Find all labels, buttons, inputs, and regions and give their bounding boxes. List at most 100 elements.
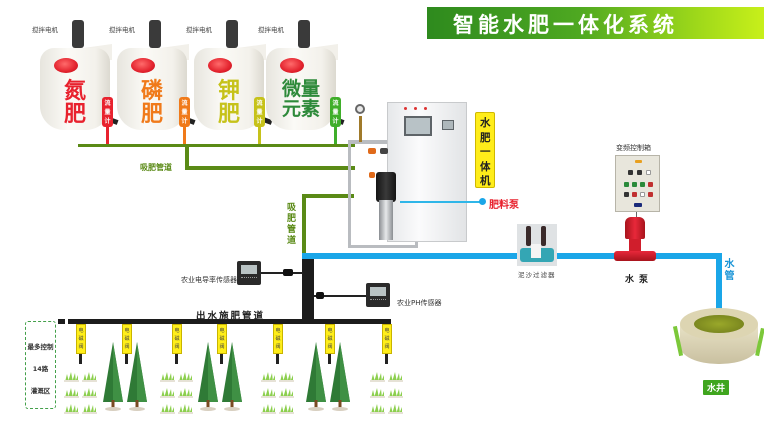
flow-meter-tag: 流量计	[179, 97, 190, 127]
grass-icon	[82, 383, 97, 398]
grass-icon	[370, 383, 385, 398]
indicator-light	[414, 107, 417, 110]
solenoid-valve-label: 电磁阀	[327, 328, 333, 350]
outlet-pipe-cap	[58, 319, 65, 324]
grass-icon	[178, 399, 193, 414]
well-label: 水井	[703, 380, 730, 395]
solenoid-valve-label: 电磁阀	[174, 328, 180, 350]
outlet-manifold-pipe	[68, 319, 391, 324]
tank-name: 钾肥	[217, 79, 240, 128]
tree-icon	[126, 340, 148, 411]
filter-label: 泥沙过滤器	[518, 271, 556, 279]
flow-meter-tag: 流量计	[254, 97, 265, 127]
tank-cap-icon	[280, 58, 304, 73]
irrigation-zone-box: 最多控制 14路 灌溉区	[25, 321, 56, 409]
solenoid-valve: 电磁阀	[382, 324, 392, 354]
water-well	[672, 306, 764, 368]
valve-outlet-stem	[175, 354, 178, 364]
tank-cap-icon	[208, 58, 232, 73]
well-riser-pipe	[716, 253, 722, 317]
grass-icon	[261, 383, 276, 398]
suction-vertical-pipe	[302, 194, 306, 256]
grass-icon	[279, 383, 294, 398]
vfd-cable	[636, 212, 637, 220]
grass-icon	[261, 367, 276, 382]
outlet-riser-pipe	[302, 259, 314, 323]
machine-tag: 水肥一体机	[475, 112, 495, 188]
water-pump-label: 水泵	[625, 275, 654, 285]
grass-icon	[279, 367, 294, 382]
sand-filter	[517, 224, 557, 266]
solenoid-valve: 电磁阀	[325, 324, 335, 354]
valve-outlet-stem	[276, 354, 279, 364]
solenoid-valve-label: 电磁阀	[275, 328, 281, 350]
ph-sensor-cable	[314, 295, 366, 297]
solenoid-valve: 电磁阀	[76, 324, 86, 354]
grass-icon	[160, 367, 175, 382]
suction-to-machine-pipe	[302, 194, 354, 198]
grass-icon	[370, 367, 385, 382]
stirring-motor-label: 搅拌电机	[258, 26, 284, 34]
vfd-control-box	[615, 155, 660, 212]
suction-main-pipe	[185, 166, 355, 170]
grass-icon	[178, 367, 193, 382]
grass-icon	[64, 383, 79, 398]
zone-line-3: 灌溉区	[30, 387, 51, 395]
flow-meter-stem	[334, 127, 337, 146]
water-pipe-label: 水管	[722, 258, 733, 282]
fertilizer-tank: 搅拌电机磷肥	[109, 10, 196, 140]
machine-tag-text: 水肥一体机	[480, 117, 491, 187]
suction-pipe-vertical-label: 吸肥管道	[285, 202, 295, 246]
fert-pump-label: 肥料泵	[489, 200, 519, 211]
flow-meter-label: 流量计	[332, 100, 339, 125]
grass-icon	[82, 367, 97, 382]
solenoid-valve: 电磁阀	[217, 324, 227, 354]
ph-probe	[316, 292, 324, 299]
control-panel	[442, 120, 454, 130]
solenoid-valve: 电磁阀	[122, 324, 132, 354]
valve-handle	[369, 172, 375, 178]
stirring-motor-icon	[298, 20, 310, 48]
grass-icon	[370, 399, 385, 414]
grass-icon	[64, 399, 79, 414]
flow-meter-stem	[258, 127, 261, 146]
water-pump	[614, 213, 656, 265]
grass-icon	[388, 399, 403, 414]
solenoid-valve-label: 电磁阀	[124, 328, 130, 350]
solenoid-valve-label: 电磁阀	[384, 328, 390, 350]
touch-screen	[404, 116, 432, 136]
zone-line-2: 14路	[32, 365, 49, 373]
fertilizer-pump-motor	[376, 172, 396, 202]
fertilizer-pump-body	[379, 200, 393, 240]
tank-cap-icon	[54, 58, 78, 73]
stirring-motor-icon	[149, 20, 161, 48]
diagram-title: 智能水肥一体化系统	[453, 13, 678, 37]
indicator-light	[404, 107, 407, 110]
stirring-motor-label: 搅拌电机	[186, 26, 212, 34]
grass-icon	[64, 367, 79, 382]
stirring-motor-icon	[226, 20, 238, 48]
grass-icon	[388, 383, 403, 398]
indicator-light	[424, 107, 427, 110]
flow-meter-label: 流量计	[181, 100, 188, 125]
valve-handle	[380, 148, 388, 154]
conductivity-sensor-label: 农业电导率传感器	[181, 276, 237, 284]
flow-meter-stem	[183, 127, 186, 146]
valve-outlet-stem	[125, 354, 128, 364]
solenoid-valve: 电磁阀	[273, 324, 283, 354]
tree-icon	[197, 340, 219, 411]
tree-icon	[102, 340, 124, 411]
valve-outlet-stem	[79, 354, 82, 364]
grass-icon	[261, 399, 276, 414]
outlet-pipe-label: 出水施肥管道	[196, 311, 266, 322]
flow-meter-tag: 流量计	[330, 97, 341, 127]
fertilizer-tank: 搅拌电机氮肥	[32, 10, 119, 140]
tree-icon	[305, 340, 327, 411]
grass-icon	[160, 399, 175, 414]
ph-sensor	[366, 283, 390, 307]
fert-pump-leader-dot	[479, 198, 486, 205]
fert-pump-leader-line	[400, 201, 482, 203]
main-water-pipe	[302, 253, 722, 259]
conductivity-sensor-cable	[261, 272, 303, 274]
conductivity-sensor	[237, 261, 261, 285]
